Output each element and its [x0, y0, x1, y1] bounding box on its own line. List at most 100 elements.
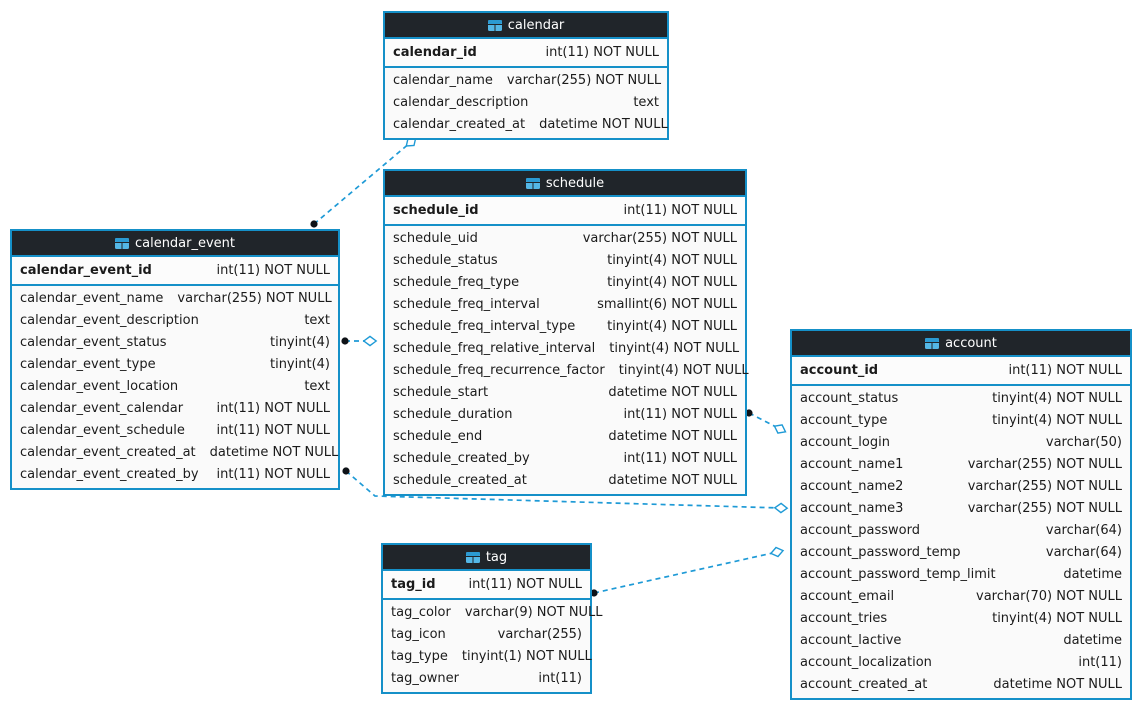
- column-name: schedule_start: [393, 384, 489, 400]
- relation-diamond-endpoint: [769, 546, 785, 558]
- column-type: tinyint(4): [269, 334, 330, 350]
- column-name: account_name2: [800, 478, 904, 494]
- column-name: schedule_created_at: [393, 472, 527, 488]
- column-name: schedule_freq_relative_interval: [393, 340, 596, 356]
- column-type: varchar(64): [1045, 522, 1122, 538]
- column-type: varchar(9) NOT NULL: [464, 604, 603, 620]
- relation-line-tag-account[interactable]: [593, 551, 778, 594]
- relation-dot-endpoint: [745, 409, 753, 417]
- column-row-calendar_description[interactable]: calendar_description text: [385, 91, 667, 113]
- column-type: text: [633, 94, 659, 110]
- column-name: calendar_event_type: [20, 356, 156, 372]
- column-type: tinyint(4) NOT NULL: [618, 362, 749, 378]
- column-name: account_tries: [800, 610, 888, 626]
- column-type: datetime NOT NULL: [209, 444, 339, 460]
- column-name: account_password: [800, 522, 921, 538]
- column-name: account_id: [800, 363, 879, 378]
- column-name: tag_type: [391, 648, 448, 664]
- column-row-schedule_freq_recurrence_factor[interactable]: schedule_freq_recurrence_factor tinyint(4…: [385, 359, 749, 381]
- column-name: calendar_event_description: [20, 312, 199, 328]
- column-type: varchar(255) NOT NULL: [967, 500, 1122, 516]
- column-row-schedule_start[interactable]: schedule_start datetime NOT NULL: [385, 381, 745, 403]
- table-header-schedule[interactable]: schedule: [385, 171, 745, 197]
- column-name: schedule_status: [393, 252, 498, 268]
- column-name: account_email: [800, 588, 895, 604]
- column-name: calendar_description: [393, 94, 529, 110]
- table-icon: [525, 177, 540, 189]
- column-name: schedule_freq_recurrence_factor: [393, 362, 605, 378]
- table-header-calendar_event[interactable]: calendar_event: [12, 231, 338, 257]
- column-name: schedule_end: [393, 428, 483, 444]
- column-row-tag_color[interactable]: tag_color varchar(9) NOT NULL: [383, 601, 603, 623]
- column-type: varchar(64): [1045, 544, 1122, 560]
- column-type: datetime NOT NULL: [608, 384, 737, 400]
- column-type: int(11) NOT NULL: [623, 406, 737, 422]
- column-row-account_password[interactable]: account_password varchar(64): [792, 519, 1130, 541]
- relation-line-calendar_event-account[interactable]: [345, 470, 782, 509]
- column-name: account_lactive: [800, 632, 902, 648]
- table-icon: [487, 19, 502, 31]
- table-header-tag[interactable]: tag: [383, 545, 590, 571]
- column-type: varchar(255) NOT NULL: [582, 230, 737, 246]
- table-header-calendar[interactable]: calendar: [385, 13, 667, 39]
- table-icon: [114, 237, 129, 249]
- column-name: tag_color: [391, 604, 451, 620]
- column-type: datetime NOT NULL: [993, 676, 1122, 692]
- column-type: int(11) NOT NULL: [545, 45, 659, 60]
- relation-line-calendar_event-calendar[interactable]: [313, 141, 412, 225]
- column-name: tag_owner: [391, 670, 459, 686]
- table-header-account[interactable]: account: [792, 331, 1130, 357]
- column-type: int(11) NOT NULL: [468, 577, 582, 592]
